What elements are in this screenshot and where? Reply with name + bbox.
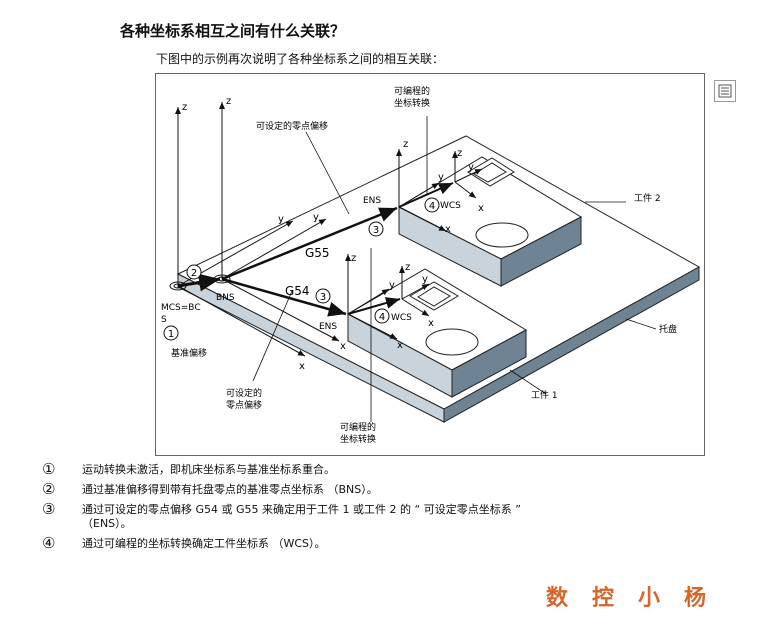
wcs1-label: WCS: [391, 313, 412, 323]
marker-3-bottom: 3: [320, 292, 326, 303]
coordinate-systems-figure: 2 3 3 4 4 1 z z y y x x z y x z y x z: [155, 73, 705, 456]
workpiece1-label: 工件 1: [531, 389, 558, 401]
ens1-label: ENS: [319, 322, 337, 332]
svg-text:y: y: [313, 212, 319, 223]
svg-text:z: z: [351, 253, 356, 264]
settable-offset-bottom-line1: 可设定的: [226, 387, 262, 399]
bns-label: BNS: [216, 293, 235, 303]
pallet-label: 托盘: [659, 323, 677, 335]
svg-text:x: x: [340, 341, 346, 352]
note-text: 通过基准偏移得到带有托盘零点的基准零点坐标系 （BNS）。: [82, 483, 378, 496]
svg-text:y: y: [422, 274, 428, 285]
svg-text:z: z: [403, 139, 408, 150]
intro-text: 下图中的示例再次说明了各种坐标系之间的相互关联：: [156, 52, 445, 66]
workpiece-2: [397, 156, 583, 287]
expand-icon: [718, 84, 732, 98]
svg-text:y: y: [438, 172, 444, 183]
programmable-bottom-line1: 可编程的: [340, 421, 376, 433]
pallet-plate: [176, 135, 701, 423]
note-3: ③ 通过可设定的零点偏移 G54 或 G55 来确定用于工件 1 或工件 2 的…: [42, 500, 602, 531]
svg-text:x: x: [478, 203, 484, 214]
note-text: 通过可设定的零点偏移 G54 或 G55 来确定用于工件 1 或工件 2 的 “…: [82, 503, 521, 516]
svg-text:y: y: [468, 162, 474, 173]
programmable-bottom-line2: 坐标转换: [340, 433, 376, 445]
axis-letters: z z y y x x z y x z y x z y x z y x: [182, 96, 484, 372]
programmable-top-line2: 坐标转换: [394, 97, 430, 109]
base-offset-label: 基准偏移: [171, 347, 207, 359]
wcs2-axes: [452, 151, 483, 199]
note-4: ④ 通过可编程的坐标转换确定工件坐标系 （WCS）。: [42, 534, 602, 552]
marker-2: 2: [191, 268, 197, 279]
bns-axes: [219, 102, 340, 342]
svg-text:x: x: [397, 340, 403, 351]
figure-expand-button[interactable]: [714, 80, 736, 102]
g54-label: G54: [285, 284, 310, 298]
page-title: 各种坐标系相互之间有什么关联？: [120, 22, 346, 40]
leader-lines: [252, 116, 657, 422]
note-number: ①: [42, 460, 56, 478]
programmable-top-line1: 可编程的: [394, 85, 430, 97]
svg-text:z: z: [405, 262, 410, 273]
note-2: ② 通过基准偏移得到带有托盘零点的基准零点坐标系 （BNS）。: [42, 480, 602, 498]
note-1: ① 运动转换未激活，即机床坐标系与基准坐标系重合。: [42, 460, 602, 478]
marker-4-top: 4: [429, 201, 435, 212]
mcs-label-line1: MCS=BC: [161, 303, 201, 313]
note-number: ③: [42, 500, 56, 518]
step-markers: 2 3 3 4 4 1: [163, 197, 440, 341]
settable-offset-top: 可设定的零点偏移: [256, 120, 328, 132]
note-number: ④: [42, 534, 56, 552]
workpiece2-label: 工件 2: [634, 192, 661, 204]
marker-1: 1: [168, 329, 174, 340]
ens1-axes: [345, 254, 398, 340]
wcs1-axes: [399, 266, 430, 317]
svg-text:z: z: [182, 102, 187, 113]
note-text-cont: （ENS）。: [82, 517, 132, 530]
workpiece-1: [346, 268, 528, 398]
g55-label: G55: [305, 246, 330, 260]
marker-3-top: 3: [373, 225, 379, 236]
svg-text:x: x: [299, 361, 305, 372]
note-number: ②: [42, 480, 56, 498]
wcs2-label: WCS: [440, 201, 461, 211]
svg-text:x: x: [428, 318, 434, 329]
offset-arrows: [177, 182, 454, 317]
svg-text:y: y: [278, 214, 284, 225]
settable-offset-bottom-line2: 零点偏移: [226, 399, 262, 411]
diagram-svg: 2 3 3 4 4 1 z z y y x x z y x z y x z: [161, 85, 701, 445]
legend-notes: ① 运动转换未激活，即机床坐标系与基准坐标系重合。 ② 通过基准偏移得到带有托盘…: [42, 460, 602, 557]
svg-text:z: z: [457, 148, 462, 159]
svg-text:y: y: [389, 280, 395, 291]
origin-symbols: [169, 274, 231, 291]
svg-text:z: z: [226, 96, 231, 107]
svg-text:x: x: [445, 224, 451, 235]
mcs-label-line2: S: [161, 315, 167, 325]
note-text: 运动转换未激活，即机床坐标系与基准坐标系重合。: [82, 463, 335, 476]
ens2-label: ENS: [363, 196, 381, 206]
author-signature: 数控小杨: [546, 585, 731, 611]
marker-4-bottom: 4: [379, 312, 385, 323]
note-text: 通过可编程的坐标转换确定工件坐标系 （WCS）。: [82, 537, 326, 550]
